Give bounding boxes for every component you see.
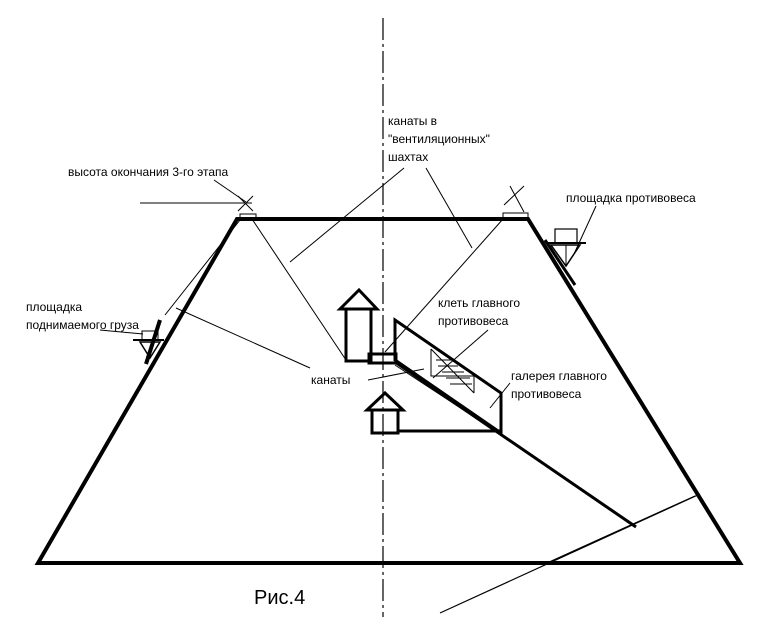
vent-leader-right — [425, 167, 473, 249]
cage-leader — [432, 329, 489, 379]
counterweight-box — [554, 228, 578, 244]
label-counterweight-platform: площадка противовеса — [566, 191, 696, 205]
label-ropes-vent-line2: "вентиляционных" — [388, 132, 490, 146]
diagonal-ramp — [394, 360, 637, 529]
counterweight-leader — [573, 205, 597, 255]
label-cage-main-line1: клеть главного — [438, 296, 520, 310]
right-face-rope-segment — [543, 239, 577, 286]
label-load-platform-line2: поднимаемого груза — [26, 318, 139, 332]
label-gallery-main-line2: противовеса — [511, 387, 582, 401]
rope-left-upper — [251, 218, 347, 361]
vent-leader-left — [289, 167, 405, 263]
lower-tower-roof — [363, 390, 407, 412]
load-leader — [99, 329, 144, 335]
pyramid-outline — [34, 217, 744, 565]
ropes-leader-left — [175, 307, 311, 369]
upper-tower-body — [344, 307, 373, 363]
label-ropes-vent-line1: канаты в — [388, 114, 437, 128]
ropes-leader-right — [367, 368, 425, 381]
top-right-block — [502, 212, 529, 220]
lower-tower-body — [370, 408, 400, 435]
top-left-block — [239, 213, 257, 220]
figure-caption: Рис.4 — [254, 587, 305, 609]
gallery-leader — [489, 382, 511, 409]
external-ramp-lower — [439, 493, 701, 614]
cage-main-counterweight — [430, 348, 475, 394]
label-ropes: канаты — [311, 373, 350, 387]
left-face-rope-thin — [164, 219, 241, 316]
label-ropes-vent-line3: шахтах — [388, 150, 428, 164]
label-gallery-main-line1: галерея главного — [511, 369, 607, 383]
label-load-platform-line1: площадка — [26, 300, 82, 314]
rope-right-upper — [384, 218, 504, 353]
upper-tower-roof — [336, 287, 381, 311]
load-platform-triangle — [138, 341, 162, 360]
label-height-stage3: высота окончания 3-го этапа — [68, 165, 229, 179]
label-cage-main-line2: противовеса — [438, 314, 509, 328]
